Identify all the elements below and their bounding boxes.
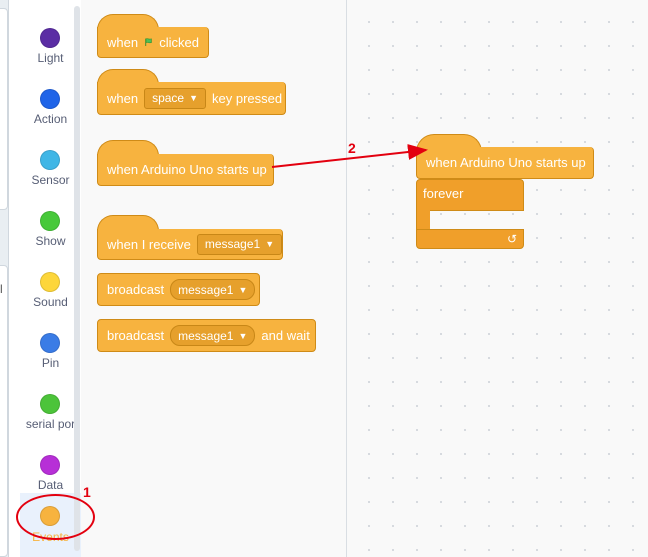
- block-text: when Arduino Uno starts up: [426, 155, 586, 170]
- broadcast-block[interactable]: broadcast message1 ▼: [97, 273, 260, 306]
- serial-port-category-icon: [40, 394, 60, 414]
- dropdown-arrow-icon: ▼: [265, 239, 275, 249]
- side-panel-label: l: [0, 282, 3, 296]
- block-text: broadcast: [107, 328, 165, 343]
- category-data[interactable]: Data: [20, 437, 81, 498]
- code-workspace[interactable]: when Arduino Uno starts up forever ↺: [347, 0, 648, 557]
- category-label: Show: [35, 234, 66, 248]
- block-text: key pressed: [212, 90, 283, 106]
- category-label: Pin: [41, 356, 60, 370]
- category-action[interactable]: Action: [20, 71, 81, 132]
- side-panel-card: [0, 8, 8, 210]
- forever-block[interactable]: forever ↺: [416, 179, 524, 249]
- category-show[interactable]: Show: [20, 193, 81, 254]
- block-text: clicked: [159, 34, 199, 50]
- block-text: forever: [423, 186, 464, 201]
- annotation-number-1: 1: [83, 484, 91, 500]
- show-category-icon: [40, 211, 60, 231]
- light-category-icon: [40, 28, 60, 48]
- category-label: Sensor: [31, 173, 70, 187]
- broadcast-and-wait-block[interactable]: broadcast message1 ▼ and wait: [97, 319, 316, 352]
- block-text: when Arduino Uno starts up: [107, 162, 267, 177]
- annotation-number-2: 2: [348, 140, 356, 156]
- category-scrollbar[interactable]: [74, 6, 80, 551]
- dropdown-arrow-icon: ▼: [189, 93, 199, 103]
- forever-block-top: forever: [416, 179, 524, 211]
- sensor-category-icon: [40, 150, 60, 170]
- when-flag-clicked-block[interactable]: when clicked: [97, 27, 209, 58]
- green-flag-icon: [145, 38, 152, 47]
- category-light[interactable]: Light: [20, 10, 81, 71]
- key-dropdown-value: space: [152, 91, 185, 105]
- data-category-icon: [40, 455, 60, 475]
- action-category-icon: [40, 89, 60, 109]
- category-label: Sound: [33, 295, 68, 309]
- loop-arrow-icon: ↺: [506, 232, 517, 246]
- dropdown-arrow-icon: ▼: [238, 330, 248, 341]
- message-dropdown-value: message1: [178, 282, 234, 297]
- block-text: broadcast: [107, 282, 165, 297]
- block-text: when I receive: [107, 236, 191, 252]
- when-arduino-starts-block[interactable]: when Arduino Uno starts up: [97, 154, 274, 186]
- category-label: Light: [37, 51, 64, 65]
- when-key-pressed-block[interactable]: when space ▼ key pressed: [97, 82, 286, 115]
- key-dropdown[interactable]: space ▼: [144, 87, 207, 109]
- message-dropdown-value: message1: [178, 328, 234, 343]
- block-text: and wait: [261, 328, 310, 343]
- block-text: when: [107, 34, 139, 50]
- workspace-arduino-starts-block[interactable]: when Arduino Uno starts up: [416, 147, 594, 179]
- category-label: Action: [33, 112, 68, 126]
- block-text: when: [107, 90, 139, 106]
- category-sensor[interactable]: Sensor: [20, 132, 81, 193]
- pin-category-icon: [40, 333, 60, 353]
- dropdown-arrow-icon: ▼: [238, 284, 248, 295]
- forever-block-arm: [416, 210, 430, 230]
- message-dropdown[interactable]: message1 ▼: [170, 279, 256, 300]
- when-i-receive-block[interactable]: when I receive message1 ▼: [97, 229, 283, 260]
- block-palette: when clicked when space ▼ key pressed whe…: [81, 0, 347, 557]
- category-pin[interactable]: Pin: [20, 315, 81, 376]
- category-label: serial por: [25, 417, 76, 431]
- annotation-circle: [16, 494, 95, 540]
- category-label: Data: [37, 478, 64, 492]
- sound-category-icon: [40, 272, 60, 292]
- category-sound[interactable]: Sound: [20, 254, 81, 315]
- message-dropdown[interactable]: message1 ▼: [196, 233, 283, 255]
- category-serial-port[interactable]: serial por: [20, 376, 81, 437]
- forever-block-bottom: ↺: [416, 229, 524, 249]
- message-dropdown-value: message1: [204, 237, 261, 251]
- message-dropdown[interactable]: message1 ▼: [170, 325, 256, 346]
